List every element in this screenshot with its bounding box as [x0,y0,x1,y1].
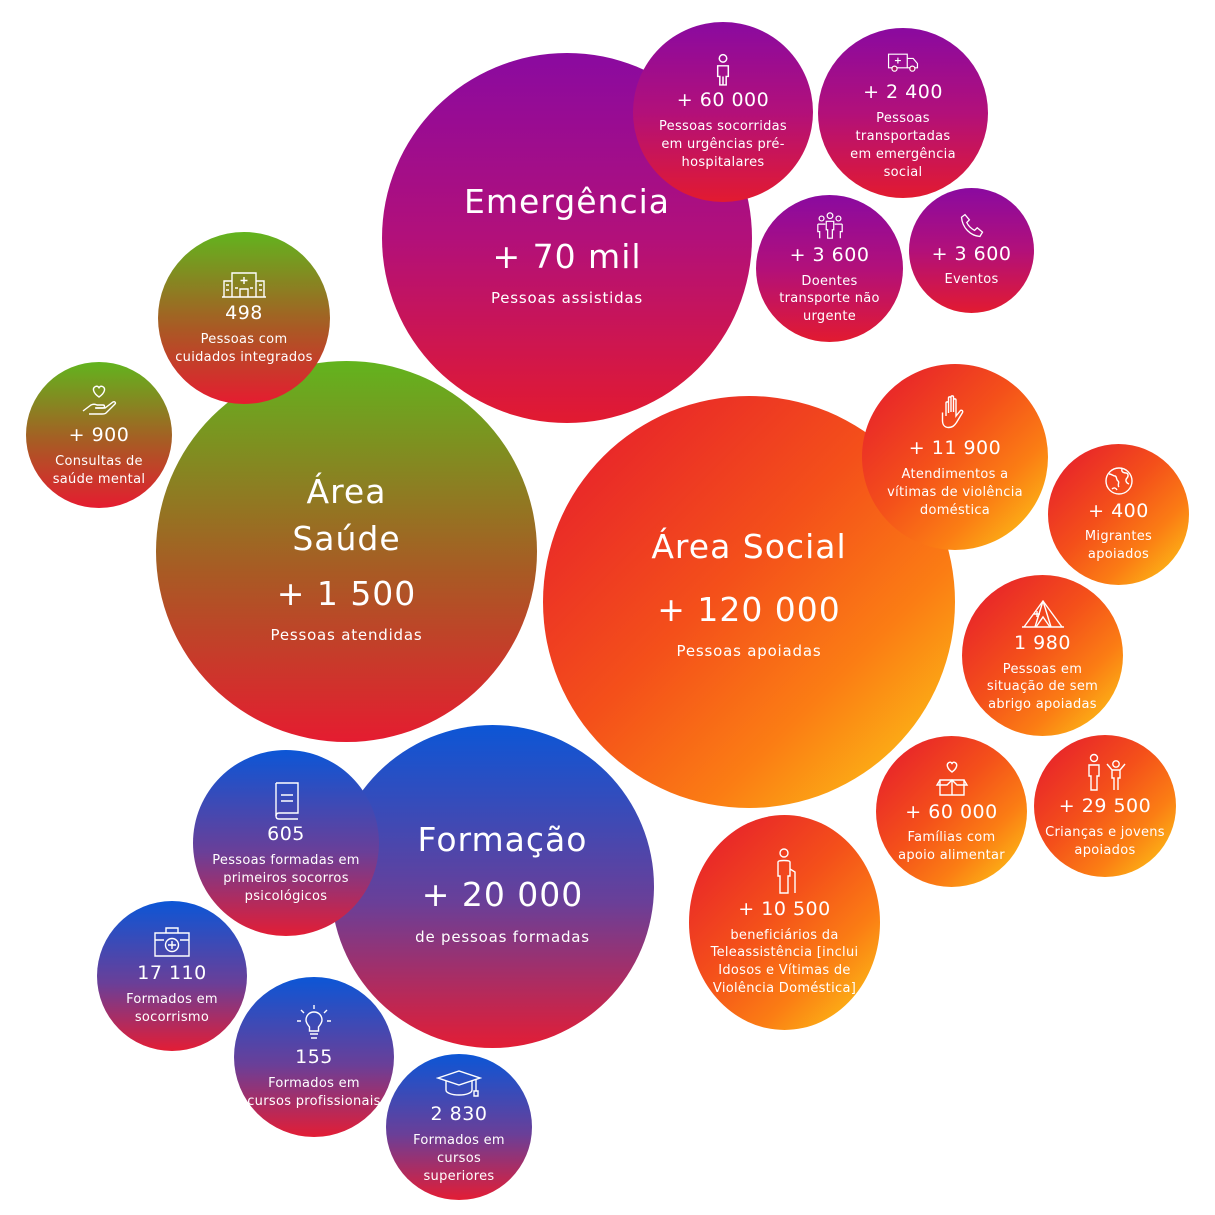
item-value: + 29 500 [1058,795,1152,818]
social-item-alimentar: + 60 000 Famílias com apoio alimentar [876,736,1027,887]
formacao-bubble: Formação + 20 000 de pessoas formadas [331,725,654,1048]
children-icon [1083,752,1127,792]
formacao-item-psicologicos: 605 Pessoas formadas em primeiros socorr… [193,750,379,936]
emergencia-desc: Pessoas assistidas [490,289,644,308]
social-item-violencia: + 11 900 Atendimentos a vítimas de violê… [862,364,1048,550]
item-value: + 11 900 [908,437,1002,460]
item-value: 605 [267,823,305,846]
item-value: + 10 500 [738,897,831,920]
heart-hand-icon [79,381,119,421]
social-item-criancas: + 29 500 Crianças e jovens apoiados [1034,735,1176,877]
saude-item-cuidados: 498 Pessoas com cuidados integrados [158,232,330,404]
item-desc: Pessoas em situação de sem abrigo apoiad… [986,661,1099,713]
saude-bubble: Área Saúde + 1 500 Pessoas atendidas [156,361,537,742]
emergencia-value: + 70 mil [492,236,642,276]
saude-title-line2: Saúde [292,518,401,558]
item-desc: Crianças e jovens apoiados [1045,824,1165,858]
item-value: 155 [295,1046,333,1069]
social-item-migrantes: + 400 Migrantes apoiados [1048,444,1189,585]
item-desc: Consultas de saúde mental [52,453,146,487]
item-desc: Pessoas formadas em primeiros socorros p… [212,853,360,904]
globe-icon [1103,465,1135,497]
book-icon [269,780,303,820]
first-aid-kit-icon [152,925,192,959]
formacao-item-profissionais: 155 Formados em cursos profissionais [234,977,394,1137]
item-value: + 400 [1088,499,1149,522]
tent-icon [1020,597,1066,629]
item-desc: Famílias com apoio alimentar [898,830,1005,864]
item-value: + 60 000 [905,800,998,823]
item-value: + 3 600 [931,242,1012,265]
formacao-title: Formação [417,820,588,860]
saude-title-line1: Área [306,471,387,511]
item-desc: Atendimentos a vítimas de violência domé… [887,467,1023,518]
saude-value: + 1 500 [276,573,417,613]
item-value: + 60 000 [676,89,770,112]
formacao-item-socorrismo: 17 110 Formados em socorrismo [97,901,247,1051]
social-title: Área Social [651,526,847,566]
saude-item-consultas: + 900 Consultas de saúde mental [26,362,172,508]
food-box-icon [935,758,969,798]
emergencia-title: Emergência [464,181,670,221]
item-desc: Eventos [944,272,999,288]
item-value: + 900 [68,424,130,447]
formacao-item-superiores: 2 830 Formados em cursos superiores [386,1054,532,1200]
emergencia-item-socorridas: + 60 000 Pessoas socorridas em urgências… [633,22,813,202]
item-value: 2 830 [430,1103,488,1126]
item-desc: Migrantes apoiados [1084,529,1153,563]
lightbulb-icon [294,1003,334,1043]
hospital-icon [220,269,268,299]
formacao-desc: de pessoas formadas [415,927,590,946]
item-value: 498 [225,302,263,325]
elderly-person-icon [769,847,801,895]
ambulance-icon [886,44,920,78]
social-value: + 120 000 [657,589,841,629]
phone-icon [958,212,986,240]
emergencia-item-doentes: + 3 600 Doentes transporte não urgente [756,195,903,342]
formacao-value: + 20 000 [421,875,584,915]
saude-desc: Pessoas atendidas [270,626,423,645]
person-icon [706,52,740,86]
item-value: 1 980 [1014,631,1071,654]
item-value: + 3 600 [789,243,870,266]
item-desc: Pessoas com cuidados integrados [175,331,313,365]
item-value: + 2 400 [863,81,943,104]
item-desc: Pessoas socorridas em urgências pré-hosp… [658,119,788,170]
social-item-sem-abrigo: 1 980 Pessoas em situação de sem abrigo … [962,575,1123,736]
item-desc: Formados em cursos superiores [413,1133,505,1184]
emergencia-item-eventos: + 3 600 Eventos [909,188,1034,313]
social-desc: Pessoas apoiadas [676,642,822,661]
group-people-icon [815,211,845,241]
item-desc: beneficiários da Teleassistência [inclui… [710,927,859,997]
social-item-teleassistencia: + 10 500 beneficiários da Teleassistênci… [689,815,880,1030]
raised-hand-icon [937,394,973,434]
emergencia-item-transportadas: + 2 400 Pessoas transportadas em emergên… [818,28,988,198]
item-desc: Doentes transporte não urgente [779,273,880,325]
item-desc: Pessoas transportadas em emergência soci… [850,111,956,180]
graduation-cap-icon [435,1068,483,1100]
item-desc: Formados em cursos profissionais [247,1075,381,1109]
item-desc: Formados em socorrismo [126,991,218,1025]
item-value: 17 110 [137,962,207,985]
